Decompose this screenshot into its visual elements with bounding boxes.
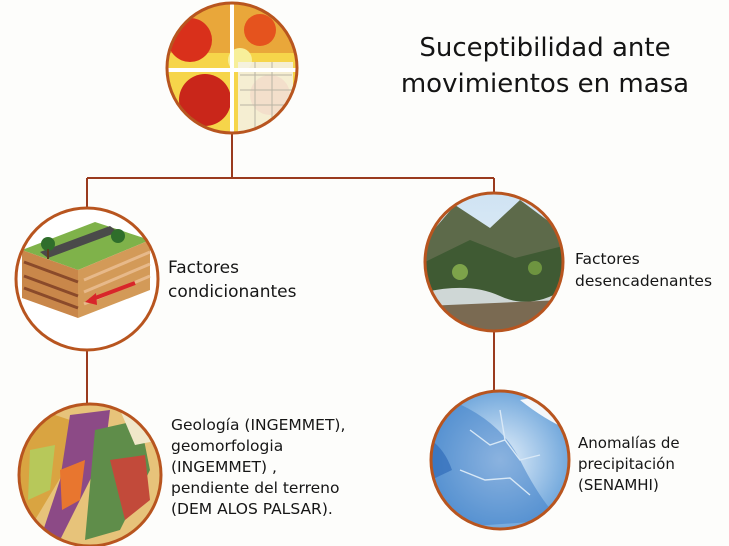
diagram-title: Suceptibilidad ante movimientos en masa: [400, 33, 690, 99]
root-node-image: [165, 1, 299, 135]
conditioning-factors-label: Factores condicionantes: [168, 258, 297, 302]
precipitation-node-image: [429, 389, 571, 531]
triggering-node-image: [423, 191, 565, 333]
triggering-factors-label: Factores desencadenantes: [575, 250, 713, 290]
geology-node-image: [17, 402, 163, 546]
precipitation-anomalies-label: Anomalías de precipitación (SENAMHI): [578, 434, 680, 494]
geology-sources-label: Geología (INGEMMET), geomorfologia (INGE…: [171, 416, 346, 518]
connectors: [86, 133, 495, 404]
conditioning-node-image: [14, 206, 160, 352]
